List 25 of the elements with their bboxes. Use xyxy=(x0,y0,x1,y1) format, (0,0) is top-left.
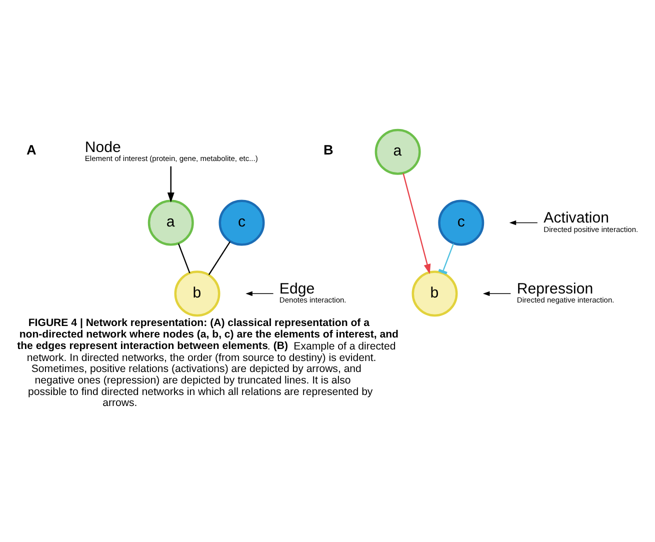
label: A xyxy=(26,142,36,158)
connector xyxy=(178,243,190,274)
node-label: Directed positive interaction. xyxy=(544,224,638,234)
arrow xyxy=(246,291,274,296)
node-circle: a xyxy=(374,128,421,175)
connector xyxy=(208,241,231,276)
arrow xyxy=(482,291,512,296)
node-label: Directed negative interaction. xyxy=(516,296,614,305)
arrow xyxy=(167,166,174,202)
node-label: Denotes interaction. xyxy=(279,296,346,305)
node-circle: c xyxy=(438,200,484,246)
node-circle: c xyxy=(218,200,265,246)
node-text: Repression xyxy=(516,280,594,298)
label: B xyxy=(324,142,334,158)
node-text: Node xyxy=(84,138,121,156)
node-circle: b xyxy=(174,270,220,317)
node-text: Edge xyxy=(279,280,315,298)
node-label: Element of interest (protein, gene, metabolite, etc...) xyxy=(84,154,258,163)
node-text: Activation xyxy=(544,210,609,227)
node-circle: b xyxy=(412,270,458,317)
connector xyxy=(438,243,454,274)
node-circle: a xyxy=(148,200,194,246)
arrow xyxy=(402,173,431,274)
caption: FIGURE 4 | Network representation: (A) classical representation of a non-directed network where nodes (a, b, c) are the elements of interest, and the edges represent interaction between elements. (B) Example of a directed network. In directed networks, the order (from source to destiny) is evident. Sometimes, positive relations (activations) are depicted by arrows, and negative ones (repression) are depicted by truncated lines. It is also possible to find directed networks in which all relations are represented by arrows. xyxy=(17,317,399,410)
arrow xyxy=(509,220,538,226)
